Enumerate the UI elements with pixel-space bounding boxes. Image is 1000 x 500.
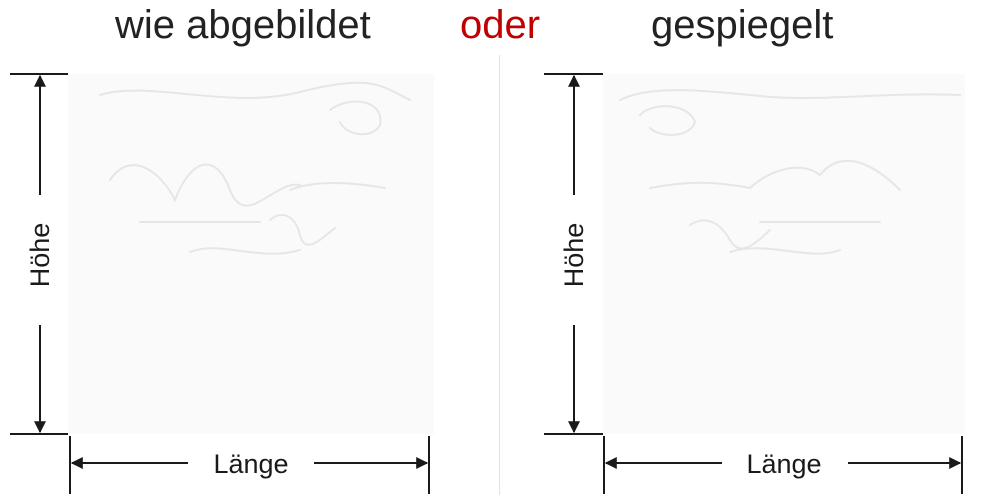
title-mirrored: gespiegelt bbox=[651, 3, 834, 47]
dims-right: Höhe Länge bbox=[544, 73, 963, 494]
decal-preview-original bbox=[68, 74, 434, 434]
center-divider bbox=[499, 55, 500, 495]
title-or: oder bbox=[460, 3, 541, 47]
dims-left: Höhe Länge bbox=[10, 73, 430, 494]
length-label: Länge bbox=[213, 449, 288, 479]
ghost-decal-right bbox=[619, 89, 961, 255]
height-label: Höhe bbox=[25, 223, 55, 288]
height-label: Höhe bbox=[559, 223, 589, 288]
length-label: Länge bbox=[746, 449, 821, 479]
ghost-decal-left bbox=[99, 81, 411, 255]
title-as-shown: wie abgebildet bbox=[115, 3, 371, 47]
